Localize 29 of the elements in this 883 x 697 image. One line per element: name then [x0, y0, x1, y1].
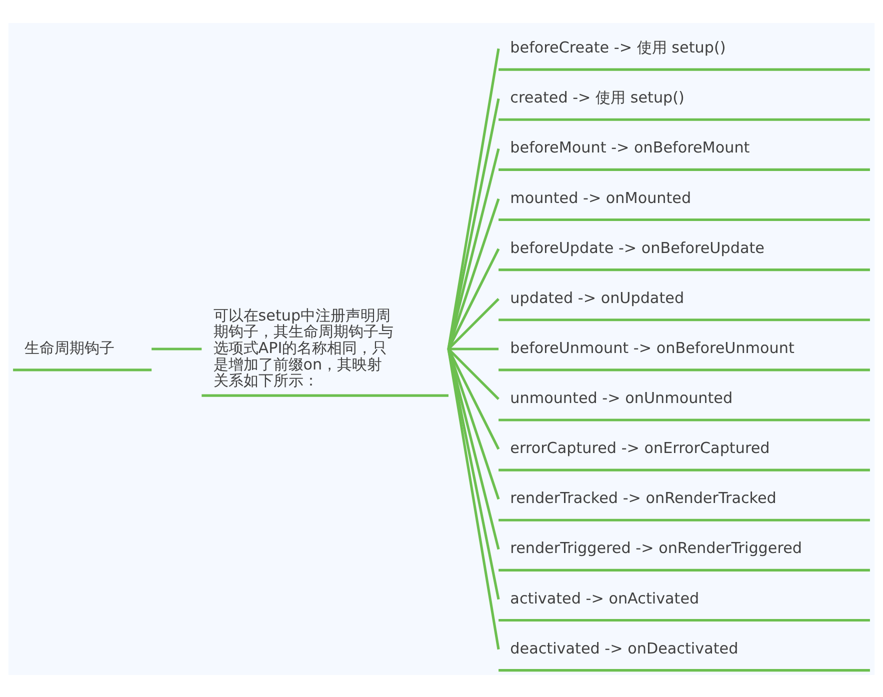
node-text: 生命周期钩子	[24, 338, 115, 356]
node-text: updated -> onUpdated	[510, 288, 684, 306]
connector	[447, 98, 500, 349]
node-text: deactivated -> onDeactivated	[510, 638, 738, 657]
node-text: beforeUpdate -> onBeforeUpdate	[510, 238, 764, 256]
connector	[448, 298, 500, 350]
node-text: errorCaptured -> onErrorCaptured	[510, 438, 770, 457]
connector	[447, 48, 500, 349]
connector	[447, 348, 500, 500]
connector	[448, 347, 499, 350]
connector	[448, 348, 500, 400]
connector	[447, 348, 500, 600]
node-text: beforeUnmount -> onBeforeUnmount	[510, 338, 794, 356]
connector	[152, 347, 202, 350]
connector	[447, 348, 500, 450]
node-text: unmounted -> onUnmounted	[510, 388, 733, 407]
node-text: renderTriggered -> onRenderTriggered	[510, 538, 802, 557]
node-text: mounted -> onMounted	[510, 188, 692, 206]
connector	[447, 198, 500, 349]
connector	[447, 148, 500, 349]
node-text: renderTracked -> onRenderTracked	[510, 488, 776, 507]
node-text: beforeCreate -> 使用 setup()	[510, 38, 726, 56]
connector	[447, 348, 500, 550]
node-text: activated -> onActivated	[510, 588, 700, 607]
connector	[447, 348, 500, 650]
node-text: created -> 使用 setup()	[510, 88, 684, 106]
node-text: beforeMount -> onBeforeMount	[510, 138, 750, 156]
node-text: 可以在setup中注册声明周期钩子，其生命周期钩子与选项式API的名称相同，只是增加了前缀on，其映射关系如下所示：	[213, 306, 394, 390]
connector	[447, 248, 500, 350]
